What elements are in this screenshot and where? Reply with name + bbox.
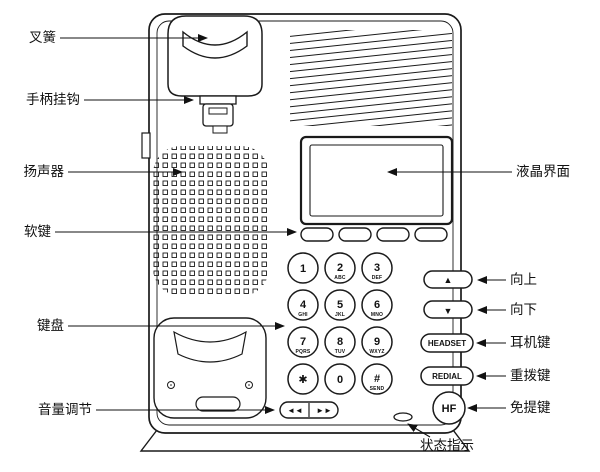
down-label: 向下 <box>510 302 537 317</box>
headset-button: HEADSET <box>420 333 474 353</box>
svg-text:WXYZ: WXYZ <box>369 349 384 355</box>
status-label: 状态指示 <box>420 438 474 453</box>
svg-text:8: 8 <box>337 336 343 348</box>
svg-text:0: 0 <box>337 374 343 386</box>
svg-text:REDIAL: REDIAL <box>432 372 462 381</box>
up-arrow-icon: ▲ <box>444 275 453 285</box>
svg-text:ABC: ABC <box>334 275 346 281</box>
key-star: ✱ <box>287 363 319 395</box>
key-hash: #SEND <box>361 363 393 395</box>
volume-label: 音量调节 <box>38 401 92 417</box>
softkeys-label: 软键 <box>24 224 51 239</box>
side-notch <box>141 132 151 159</box>
volume-up-icon: ►► <box>316 406 332 415</box>
svg-text:1: 1 <box>300 263 306 275</box>
key-0: 0 <box>324 363 356 395</box>
key-1: 1 <box>287 252 319 284</box>
up-button: ▲ <box>423 270 473 289</box>
soft-key-4 <box>414 227 448 242</box>
soft-key-3 <box>376 227 410 242</box>
lcd-label: 液晶界面 <box>516 164 570 179</box>
hook-switch <box>167 15 263 97</box>
svg-text:HF: HF <box>442 403 457 415</box>
status-arrow <box>407 423 431 438</box>
down-arrow-icon: ▼ <box>444 306 453 316</box>
svg-text:✱: ✱ <box>298 374 307 386</box>
svg-text:SEND: SEND <box>370 386 385 392</box>
svg-text:2: 2 <box>337 262 343 274</box>
volume-control: ◄◄ ►► <box>279 401 339 419</box>
svg-text:JKL: JKL <box>335 312 345 318</box>
svg-text:HEADSET: HEADSET <box>428 339 466 348</box>
lcd-screen <box>299 135 454 226</box>
svg-text:9: 9 <box>374 336 380 348</box>
handset-hook-label: 手柄挂钩 <box>26 92 80 107</box>
handsfree-button: HF <box>432 391 466 425</box>
volume-down-icon: ◄◄ <box>287 406 303 415</box>
svg-text:GHI: GHI <box>298 312 308 318</box>
svg-text:MNO: MNO <box>371 312 383 318</box>
vent-grille <box>290 30 452 126</box>
down-button: ▼ <box>423 300 473 319</box>
svg-text:3: 3 <box>374 262 380 274</box>
handsfree-label: 免提键 <box>510 400 551 415</box>
svg-text:TUV: TUV <box>335 349 346 355</box>
handset-cradle <box>153 317 267 419</box>
svg-text:DEF: DEF <box>372 275 383 281</box>
redial-label: 重拨键 <box>510 368 551 383</box>
status-indicator <box>393 412 413 422</box>
svg-text:7: 7 <box>300 336 306 348</box>
hook-switch-label: 叉簧 <box>29 30 56 45</box>
headset-label: 耳机键 <box>510 335 551 350</box>
hook-switch-crescent <box>182 30 248 59</box>
svg-text:5: 5 <box>337 299 343 311</box>
svg-text:4: 4 <box>300 299 307 311</box>
speaker-grille <box>153 146 269 296</box>
handset-hook <box>199 95 237 134</box>
speaker-label: 扬声器 <box>24 164 65 179</box>
svg-text:#: # <box>374 373 380 385</box>
keypad-label: 键盘 <box>37 317 64 333</box>
soft-key-2 <box>338 227 372 242</box>
redial-button: REDIAL <box>420 366 474 386</box>
svg-text:6: 6 <box>374 299 380 311</box>
soft-keys <box>300 227 448 242</box>
svg-text:PQRS: PQRS <box>296 349 311 355</box>
soft-key-1 <box>300 227 334 242</box>
up-label: 向上 <box>510 272 537 287</box>
